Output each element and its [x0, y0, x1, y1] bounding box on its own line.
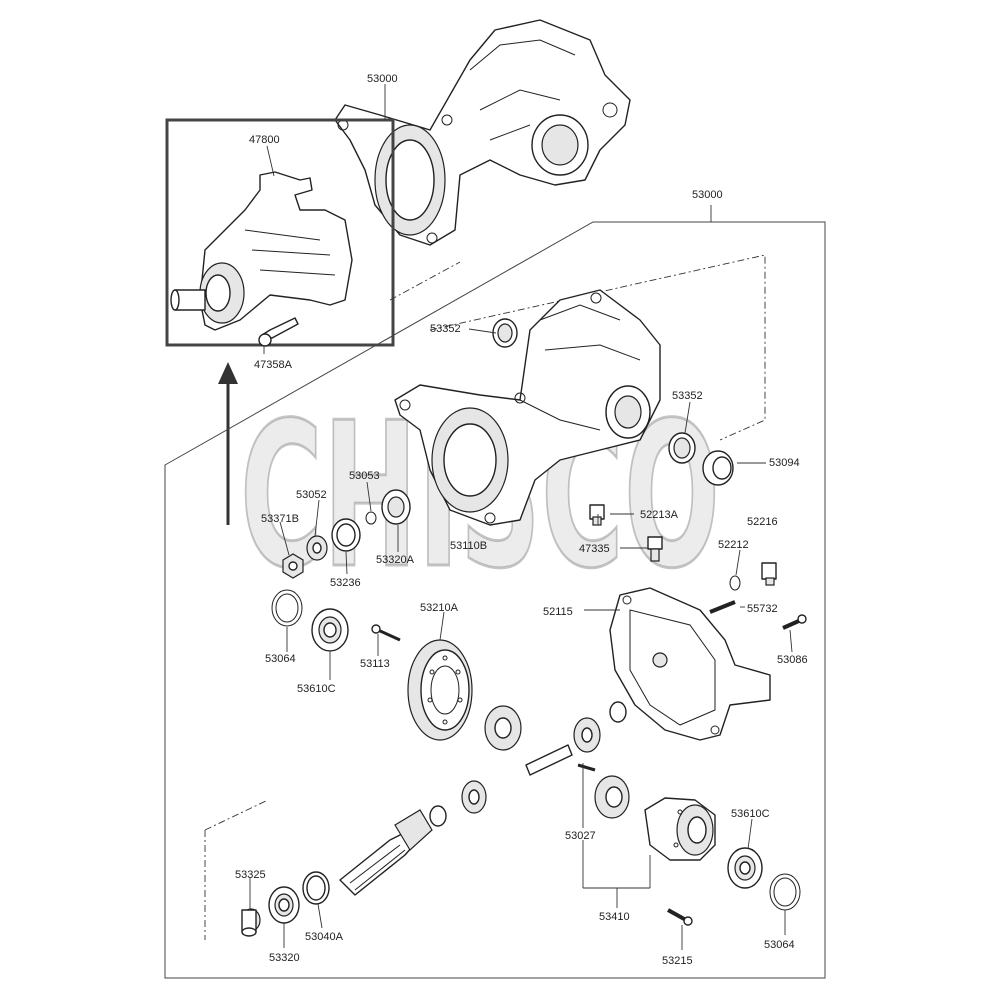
label-53113: 53113	[360, 658, 390, 670]
label-53352-right: 53352	[672, 390, 703, 402]
callout-labels: 53000 53000 47800 47358A 53352 53352 530…	[235, 73, 808, 967]
label-53000-top: 53000	[367, 73, 398, 85]
bearing-53320	[268, 886, 300, 924]
shim-53064-left	[271, 589, 303, 627]
transfer-case-highlight-box	[165, 118, 395, 347]
label-53094: 53094	[769, 457, 800, 469]
pinion-gear-upper	[573, 717, 601, 753]
shim-53064-right	[769, 873, 801, 911]
seal-53325	[241, 908, 261, 937]
label-53110B: 53110B	[450, 540, 487, 552]
spacer-53040A	[302, 871, 330, 905]
washer-53052	[306, 535, 328, 561]
label-53320: 53320	[269, 952, 300, 964]
label-53053: 53053	[349, 470, 380, 482]
bearing-53320A	[381, 489, 411, 525]
seal-53094	[702, 450, 734, 486]
label-53040A: 53040A	[305, 931, 344, 943]
leader-lines	[249, 84, 793, 950]
oring-53053	[365, 511, 377, 525]
label-47358A: 47358A	[254, 359, 293, 371]
label-52216: 52216	[747, 516, 778, 528]
plug-47335	[647, 536, 663, 562]
washer-lower	[429, 805, 447, 827]
ring-gear-53210A	[407, 639, 473, 741]
oring-52212	[729, 575, 741, 591]
label-47800: 47800	[249, 134, 280, 146]
label-53610C-left: 53610C	[297, 683, 336, 695]
label-53027: 53027	[565, 830, 596, 842]
label-53236: 53236	[330, 577, 361, 589]
spacer-53236	[331, 518, 361, 552]
label-53325: 53325	[235, 869, 266, 881]
bolt-53215	[667, 908, 693, 926]
plug-52216	[761, 562, 777, 586]
drive-pinion	[339, 809, 433, 896]
label-53086: 53086	[777, 654, 808, 666]
diff-case-53410	[644, 797, 716, 861]
seal-53352-right	[668, 432, 696, 464]
label-53352-left: 53352	[430, 323, 461, 335]
label-47335: 47335	[579, 543, 610, 555]
diff-cover-52115	[609, 587, 771, 741]
label-53610C-right: 53610C	[731, 808, 770, 820]
label-53000-group: 53000	[692, 189, 723, 201]
label-53210A: 53210A	[420, 602, 459, 614]
label-52213A: 52213A	[640, 509, 679, 521]
bolt-53113	[371, 624, 401, 642]
carrier-housing-53110B	[394, 289, 661, 526]
lock-pin	[577, 763, 596, 772]
plug-52213A	[589, 504, 605, 526]
label-53320A: 53320A	[376, 554, 415, 566]
label-53064-left: 53064	[265, 653, 296, 665]
bearing-53610C-right	[727, 847, 763, 889]
side-gear-left	[484, 705, 522, 751]
pin-55732	[709, 600, 736, 614]
transfer-case-47800	[170, 171, 353, 347]
washer-upper	[609, 701, 627, 723]
label-53410: 53410	[599, 911, 630, 923]
label-53052: 53052	[296, 489, 327, 501]
shaft-pin	[525, 744, 573, 776]
bearing-53610C-left	[311, 608, 349, 652]
label-53064-right: 53064	[764, 939, 795, 951]
label-52115: 52115	[543, 606, 573, 618]
direction-arrow	[218, 362, 238, 525]
label-53371B: 53371B	[261, 513, 299, 525]
label-53215: 53215	[662, 955, 693, 967]
seal-53352-left	[492, 318, 518, 348]
group-frame-53000	[164, 221, 826, 979]
bolt-53086	[782, 614, 807, 630]
label-55732: 55732	[747, 603, 778, 615]
side-gear-right	[594, 775, 630, 819]
pinion-gear-lower	[461, 780, 487, 814]
axle-housing-top	[334, 19, 631, 246]
label-52212: 52212	[718, 539, 749, 551]
nut-53371B	[282, 553, 304, 579]
